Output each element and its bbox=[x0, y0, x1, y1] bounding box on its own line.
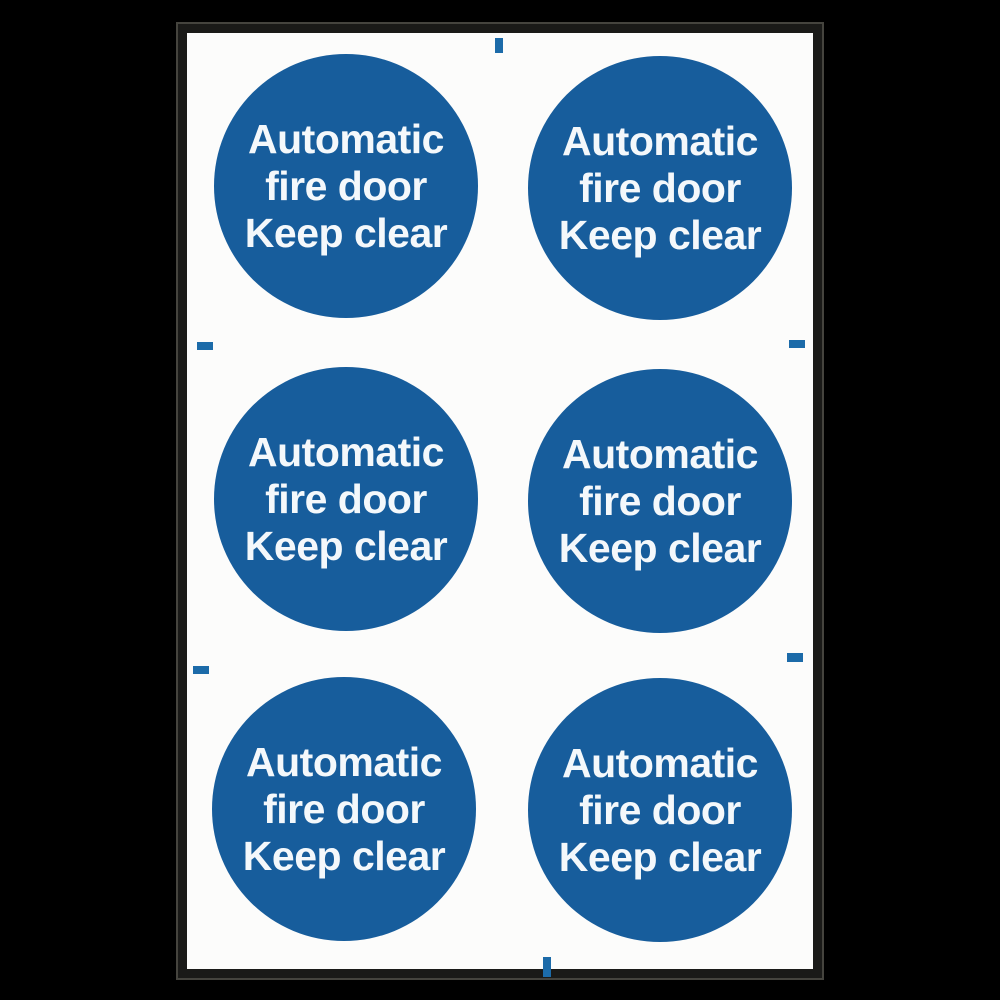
crop-mark-left-upper bbox=[197, 342, 213, 350]
crop-mark-top-center bbox=[495, 38, 503, 53]
sign-line: Automatic bbox=[562, 739, 758, 786]
sign-line: Keep clear bbox=[558, 524, 762, 571]
sign-line: fire door bbox=[579, 477, 741, 524]
sign-circle-1: Automatic fire door Keep clear bbox=[214, 54, 478, 318]
sign-line: Automatic bbox=[246, 738, 442, 785]
sign-line: Keep clear bbox=[244, 209, 448, 256]
crop-mark-right-lower bbox=[787, 653, 803, 662]
sign-circle-3: Automatic fire door Keep clear bbox=[214, 367, 478, 631]
sign-circle-4: Automatic fire door Keep clear bbox=[528, 369, 792, 633]
sign-line: fire door bbox=[265, 162, 427, 209]
sign-line: Automatic bbox=[248, 428, 444, 475]
sign-line: Keep clear bbox=[558, 211, 762, 258]
sign-circle-2: Automatic fire door Keep clear bbox=[528, 56, 792, 320]
sign-circle-5: Automatic fire door Keep clear bbox=[212, 677, 476, 941]
sign-line: Keep clear bbox=[558, 833, 762, 880]
sign-circle-6: Automatic fire door Keep clear bbox=[528, 678, 792, 942]
sign-line: fire door bbox=[265, 475, 427, 522]
sign-line: Automatic bbox=[562, 117, 758, 164]
sign-line: Automatic bbox=[562, 430, 758, 477]
sign-line: fire door bbox=[579, 786, 741, 833]
sign-line: Keep clear bbox=[242, 832, 446, 879]
sign-line: fire door bbox=[579, 164, 741, 211]
sign-line: fire door bbox=[263, 785, 425, 832]
sign-line: Automatic bbox=[248, 115, 444, 162]
sign-line: Keep clear bbox=[244, 522, 448, 569]
crop-mark-right-upper bbox=[789, 340, 805, 348]
crop-mark-bottom-center bbox=[543, 957, 551, 977]
crop-mark-left-lower bbox=[193, 666, 209, 674]
